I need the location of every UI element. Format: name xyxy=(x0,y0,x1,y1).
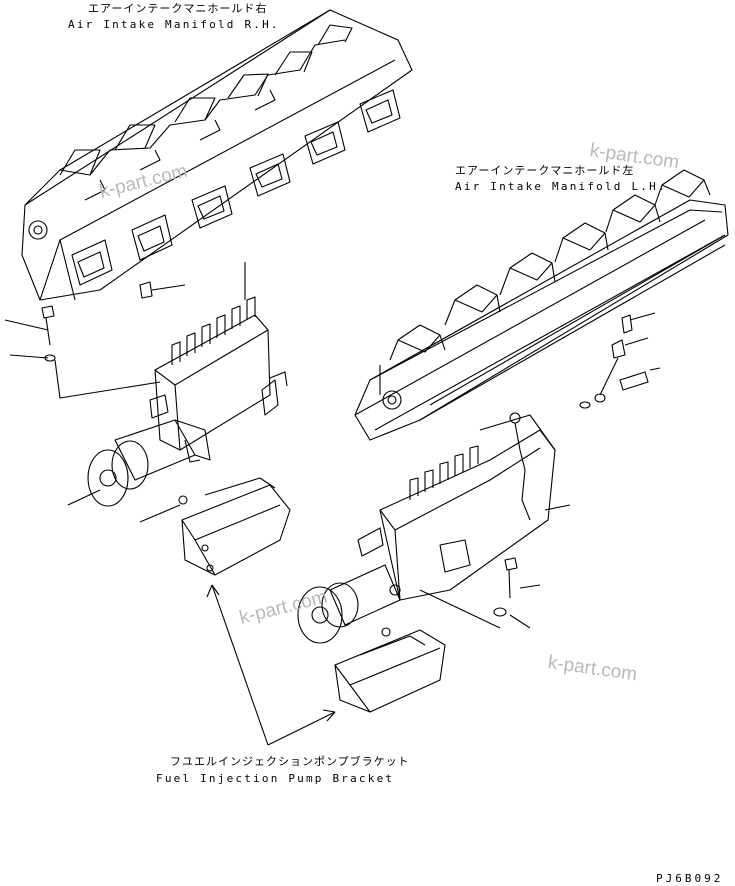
bracket-leader-lines xyxy=(206,584,336,746)
manifold-rh-label-jp: エアーインテークマニホールド右 xyxy=(88,2,268,15)
fuel-injection-pump-right xyxy=(297,312,661,644)
fuel-injection-pump-left xyxy=(4,262,288,523)
manifold-lh-label-jp: エアーインテークマニホールド左 xyxy=(455,164,635,177)
pump-bracket-right xyxy=(334,627,446,713)
manifold-lh-label-en: Air Intake Manifold L.H. xyxy=(455,180,667,193)
manifold-rh-label-en: Air Intake Manifold R.H. xyxy=(68,18,280,31)
bracket-label-jp: フユエルインジェクションポンプブラケット xyxy=(170,755,410,768)
pump-bracket-left xyxy=(181,477,291,576)
drawing-code: PJ6B092 xyxy=(656,872,724,885)
air-intake-manifold-rh xyxy=(21,9,413,301)
bracket-label-en: Fuel Injection Pump Bracket xyxy=(156,772,395,785)
air-intake-manifold-lh xyxy=(354,169,729,441)
